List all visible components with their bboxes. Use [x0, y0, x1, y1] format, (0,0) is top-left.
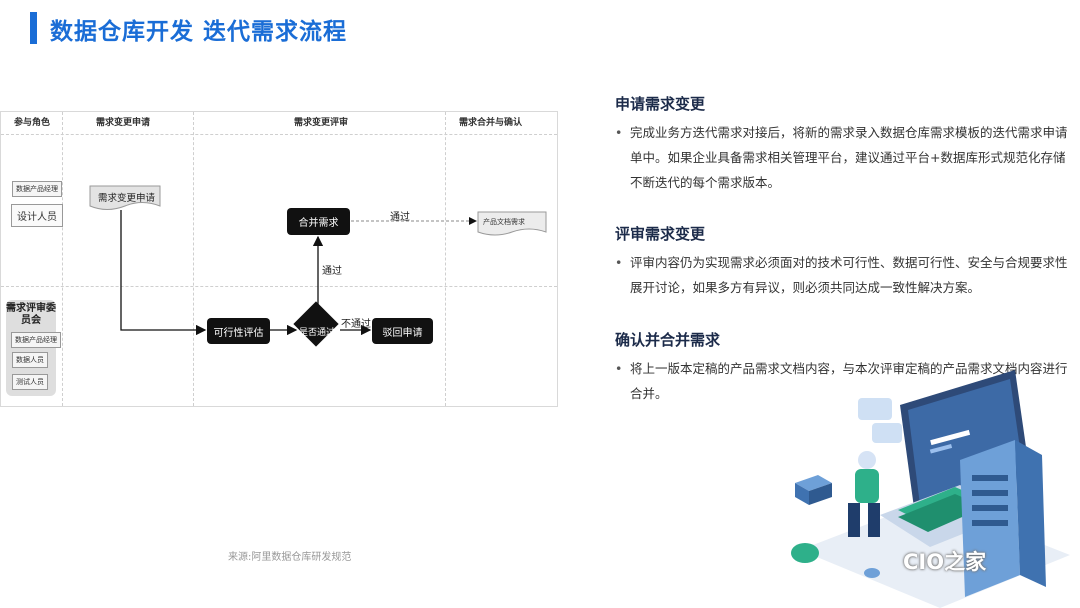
developer-illustration	[791, 370, 1070, 608]
section-text: 将上一版本定稿的产品需求文档内容，与本次评审定稿的产品需求文档内容进行合并。	[615, 356, 1070, 406]
edge-label-fail: 不通过	[341, 319, 371, 330]
node-merge: 合并需求	[287, 208, 350, 235]
committee-member-data: 数据人员	[12, 352, 48, 368]
edge-label-pass-up: 通过	[322, 266, 342, 277]
column-divider	[62, 112, 63, 406]
column-divider	[445, 112, 446, 406]
column-header-request: 需求变更申请	[96, 118, 151, 128]
node-product-doc-label: 产品文档需求	[483, 218, 525, 226]
section-title: 确认并合并需求	[615, 331, 721, 349]
section-title: 评审需求变更	[615, 225, 706, 243]
lane-divider	[1, 286, 557, 287]
edge-label-pass-right: 通过	[390, 212, 410, 223]
title-accent-bar	[30, 12, 37, 44]
role-designer: 设计人员	[11, 204, 63, 227]
section-apply: 申请需求变更 完成业务方迭代需求对接后，将新的需求录入数据仓库需求模板的迭代需求…	[615, 93, 1070, 195]
column-header-role: 参与角色	[14, 118, 51, 128]
section-text: 完成业务方迭代需求对接后，将新的需求录入数据仓库需求模板的迭代需求申请单中。如果…	[615, 120, 1070, 195]
node-decision-label: 是否通过	[298, 328, 335, 338]
node-feasibility: 可行性评估	[207, 318, 270, 344]
swimlane-diagram	[0, 111, 558, 407]
column-header-merge: 需求合并与确认	[459, 118, 523, 128]
committee-member-product-manager: 数据产品经理	[11, 332, 61, 348]
column-header-review: 需求变更评审	[294, 118, 349, 128]
node-request-label: 需求变更申请	[98, 193, 156, 204]
page-title: 数据仓库开发 迭代需求流程	[50, 19, 348, 45]
source-caption: 来源:阿里数据仓库研发规范	[228, 552, 352, 563]
committee-title: 需求评审委员会	[6, 303, 56, 326]
section-review: 评审需求变更 评审内容仍为实现需求必须面对的技术可行性、数据可行性、安全与合规要…	[615, 223, 1070, 300]
role-product-manager: 数据产品经理	[12, 181, 62, 197]
node-reject: 驳回申请	[372, 318, 433, 344]
committee-member-test: 测试人员	[12, 374, 48, 390]
brand-watermark: CIO之家	[903, 550, 987, 574]
section-merge: 确认并合并需求 将上一版本定稿的产品需求文档内容，与本次评审定稿的产品需求文档内…	[615, 329, 1070, 406]
column-divider	[193, 112, 194, 406]
header-divider	[1, 134, 557, 135]
section-text: 评审内容仍为实现需求必须面对的技术可行性、数据可行性、安全与合规要求性展开讨论，…	[615, 250, 1070, 300]
section-title: 申请需求变更	[615, 95, 706, 113]
